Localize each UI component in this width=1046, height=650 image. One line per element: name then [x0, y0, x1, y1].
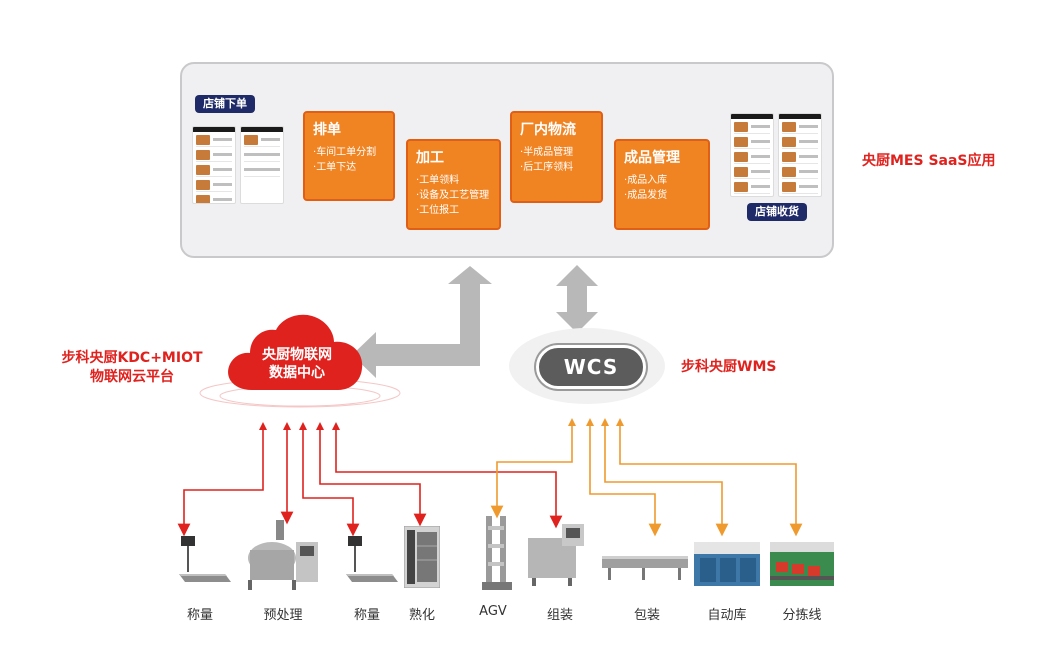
- device-label: 自动库: [707, 608, 747, 623]
- step-title: 成品管理: [624, 150, 680, 166]
- step-processing: 加工 工单领料 设备及工艺管理 工位报工: [406, 139, 501, 230]
- cloud-line-2: 数据中心: [269, 365, 325, 381]
- receipt-phone-screen-2: [778, 113, 822, 197]
- device-label: 熟化: [408, 608, 435, 623]
- combi-oven-icon: [404, 526, 440, 588]
- receipt-phone-screen-1: [730, 113, 774, 197]
- automated-storage-icon: [694, 542, 760, 586]
- agv-lift-icon: [482, 516, 512, 590]
- device-label: AGV: [479, 604, 507, 619]
- mes-panel: [180, 62, 834, 258]
- wms-label: 步科央厨WMS: [681, 359, 777, 375]
- wcs-label: WCS: [563, 355, 619, 379]
- step-item: 车间工单分割: [313, 145, 385, 160]
- store-order-tag: 店铺下单: [195, 95, 255, 113]
- red-connectors: [177, 428, 563, 537]
- step-item: 后工序领料: [520, 160, 593, 175]
- step-title: 加工: [416, 150, 444, 166]
- step-item: 工单下达: [313, 160, 385, 175]
- wcs-mes-double-arrow: [556, 265, 598, 333]
- step-title: 厂内物流: [520, 122, 576, 138]
- platform-line-1: 步科央厨KDC+MIOT: [61, 350, 203, 366]
- device-label: 称量: [353, 608, 380, 623]
- device-label: 包装: [633, 608, 660, 623]
- order-phone-screen-1: [192, 126, 236, 204]
- assembly-machine-icon: [528, 524, 584, 586]
- step-item: 成品入库: [624, 173, 700, 188]
- sorting-line-icon: [770, 542, 834, 586]
- step-item: 成品发货: [624, 188, 700, 203]
- device-label: 预处理: [263, 608, 303, 623]
- step-plant-logistics: 厂内物流 半成品管理 后工序领料: [510, 111, 603, 203]
- platform-label: 步科央厨KDC+MIOT 物联网云平台: [48, 349, 216, 387]
- red-up-arrowheads: [259, 422, 340, 430]
- device-label: 称量: [186, 608, 213, 623]
- platform-line-2: 物联网云平台: [90, 369, 174, 385]
- pre-processing-machine-icon: [248, 520, 318, 590]
- step-scheduling: 排单 车间工单分割 工单下达: [303, 111, 395, 201]
- order-phone-screen-2: [240, 126, 284, 204]
- orange-connectors: [490, 424, 803, 537]
- step-item: 半成品管理: [520, 145, 593, 160]
- cloud-icon: [228, 314, 363, 390]
- wcs-node: WCS: [536, 345, 646, 389]
- step-item: 工单领料: [416, 173, 491, 188]
- device-label: 分拣线: [782, 608, 822, 623]
- step-item: 设备及工艺管理: [416, 188, 491, 203]
- cloud-to-mes-arrow: [352, 266, 492, 378]
- step-finished-goods: 成品管理 成品入库 成品发货: [614, 139, 710, 230]
- scale-icon: [179, 536, 231, 582]
- mes-saas-label: 央厨MES SaaS应用: [862, 153, 996, 169]
- scale-icon: [346, 536, 398, 582]
- cloud-line-1: 央厨物联网: [262, 347, 332, 363]
- step-item: 工位报工: [416, 203, 491, 218]
- packaging-line-icon: [602, 556, 688, 580]
- orange-up-arrowheads: [568, 418, 624, 426]
- step-title: 排单: [313, 122, 341, 138]
- store-receipt-tag: 店铺收货: [747, 203, 807, 221]
- cloud-title: 央厨物联网 数据中心: [242, 346, 352, 382]
- device-label: 组装: [546, 608, 573, 623]
